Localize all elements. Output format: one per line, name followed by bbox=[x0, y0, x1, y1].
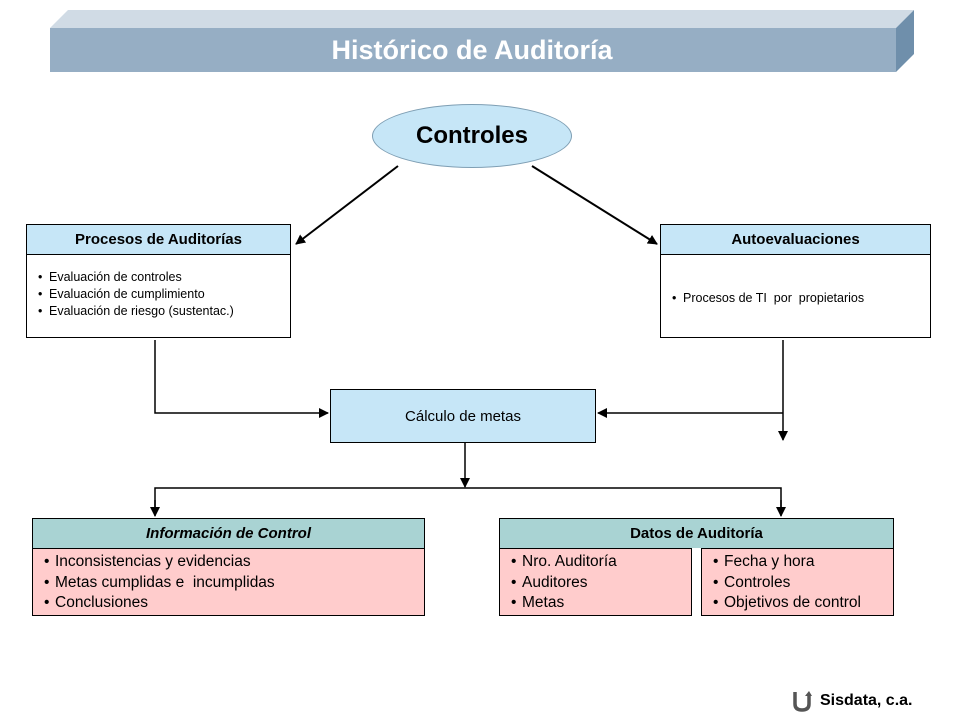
control-info-item: Conclusiones bbox=[41, 593, 424, 614]
audit-process-item: Evaluación de cumplimiento bbox=[35, 286, 290, 303]
self-evaluation-item: Procesos de TI por propietarios bbox=[669, 290, 930, 307]
self-evaluations-box: Procesos de TI por propietarios bbox=[660, 254, 931, 338]
control-info-item: Inconsistencias y evidencias bbox=[41, 552, 424, 573]
goal-calculation-box: Cálculo de metas bbox=[330, 389, 596, 443]
audit-data-item: Auditores bbox=[508, 573, 691, 594]
control-info-box: Inconsistencias y evidencias Metas cumpl… bbox=[32, 548, 425, 616]
audit-data-header: Datos de Auditoría bbox=[499, 518, 894, 548]
audit-data-left-box: Nro. Auditoría Auditores Metas bbox=[499, 548, 692, 616]
brand-logo-icon bbox=[793, 691, 812, 712]
audit-data-item: Nro. Auditoría bbox=[508, 552, 691, 573]
audit-data-item: Metas bbox=[508, 593, 691, 614]
footer-brand: Sisdata, c.a. bbox=[820, 692, 913, 709]
audit-data-item: Controles bbox=[710, 573, 893, 594]
audit-data-item: Fecha y hora bbox=[710, 552, 893, 573]
title-banner bbox=[50, 10, 914, 72]
controls-node: Controles bbox=[372, 104, 572, 168]
audit-process-item: Evaluación de riesgo (sustentac.) bbox=[35, 303, 290, 320]
control-info-item: Metas cumplidas e incumplidas bbox=[41, 573, 424, 594]
audit-process-item: Evaluación de controles bbox=[35, 269, 290, 286]
audit-data-right-box: Fecha y hora Controles Objetivos de cont… bbox=[701, 548, 894, 616]
audit-processes-header: Procesos de Auditorías bbox=[26, 224, 291, 254]
audit-data-item: Objetivos de control bbox=[710, 593, 893, 614]
page-title: Histórico de Auditoría bbox=[331, 35, 613, 65]
self-evaluations-header: Autoevaluaciones bbox=[660, 224, 931, 254]
audit-processes-box: Evaluación de controles Evaluación de cu… bbox=[26, 254, 291, 338]
control-info-header: Información de Control bbox=[32, 518, 425, 548]
